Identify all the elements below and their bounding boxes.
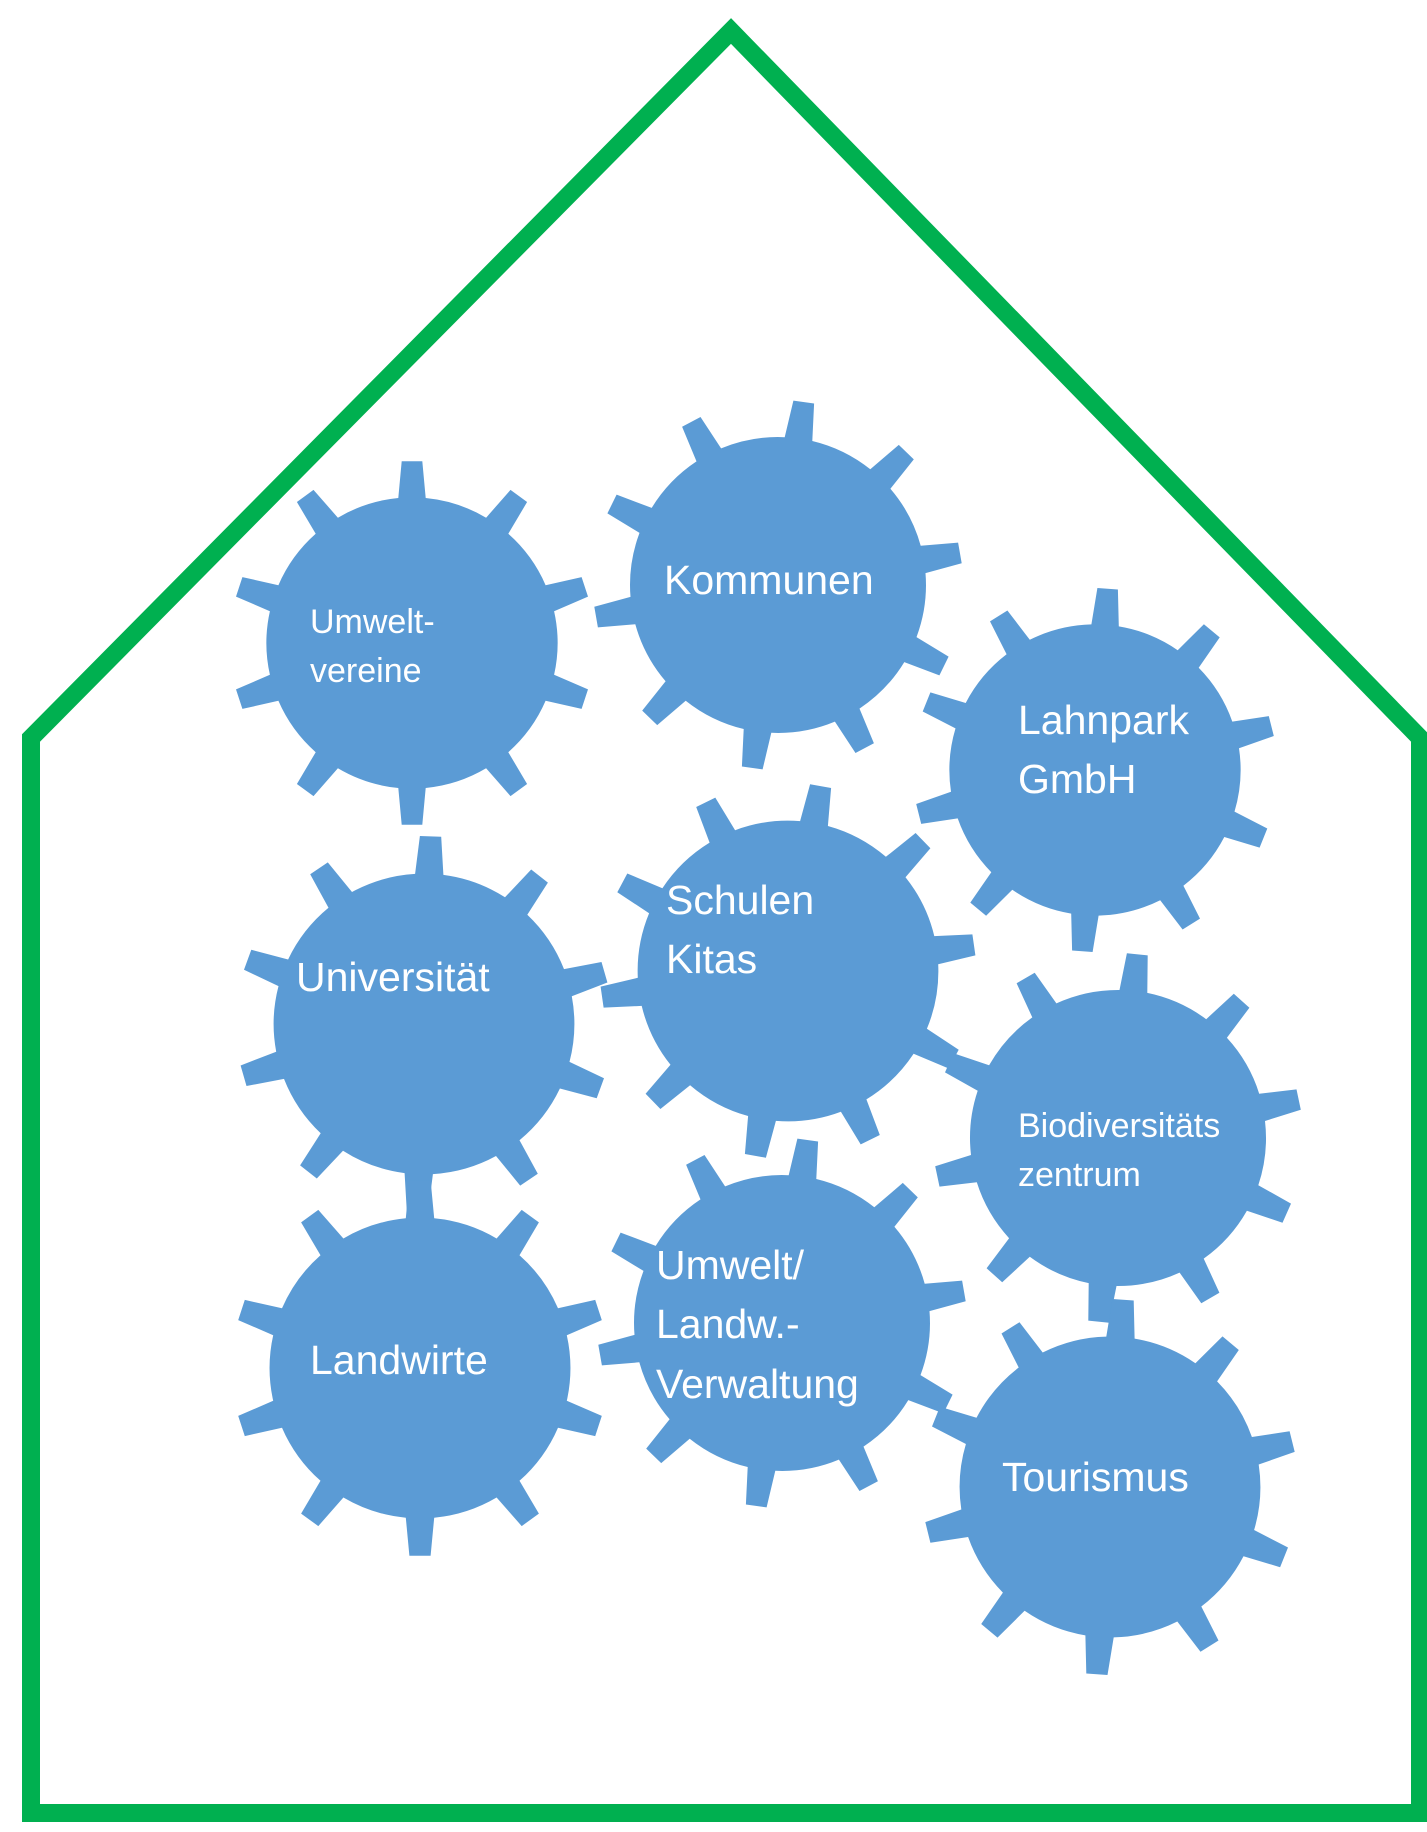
gear-label-line: Landw.-	[656, 1301, 800, 1348]
gear-label-tourismus: Tourismus	[1002, 1448, 1189, 1507]
gear-schulen	[600, 784, 976, 1158]
gear-label-line: Landwirte	[310, 1337, 488, 1383]
gear-label-universitaet: Universität	[296, 948, 490, 1007]
gear-label-line: Schulen	[666, 877, 815, 923]
gear-label-line: vereine	[310, 652, 422, 691]
gear-universitaet	[240, 836, 608, 1212]
gear-label-kommunen: Kommunen	[664, 551, 874, 610]
gear-biodiversitaet	[935, 953, 1301, 1323]
gear-label-umweltvereine: Umwelt-vereine	[310, 598, 435, 697]
gear-label-line: Biodiversitäts	[1018, 1107, 1221, 1145]
gear-label-line: Tourismus	[1002, 1454, 1189, 1500]
gear-tourismus	[925, 1299, 1295, 1675]
gear-label-line: Universität	[296, 954, 490, 1000]
gear-label-line: Kommunen	[664, 557, 874, 603]
gear-label-verwaltung: Umwelt/Landw.- Verwaltung	[656, 1236, 859, 1414]
gear-label-line: Umwelt-	[310, 603, 435, 641]
gear-label-line: GmbH	[1018, 756, 1137, 803]
gear-verwaltung	[598, 1138, 966, 1508]
gear-label-line: Kitas	[666, 936, 758, 983]
gear-umweltvereine	[236, 461, 588, 825]
gear-lahnpark	[916, 588, 1274, 952]
gear-kommunen	[594, 400, 962, 770]
gear-label-biodiversitaet: Biodiversitäts zentrum	[1018, 1102, 1220, 1201]
gear-layer	[236, 400, 1301, 1675]
gear-label-line: Umwelt/	[656, 1242, 805, 1288]
gear-label-landwirte: Landwirte	[310, 1331, 488, 1390]
house-outline	[22, 18, 1427, 1822]
gear-label-line: zentrum	[1018, 1156, 1141, 1195]
gear-label-line: Lahnpark	[1018, 697, 1189, 743]
gear-label-line: Verwaltung	[656, 1360, 859, 1407]
gear-landwirte	[238, 1180, 602, 1556]
